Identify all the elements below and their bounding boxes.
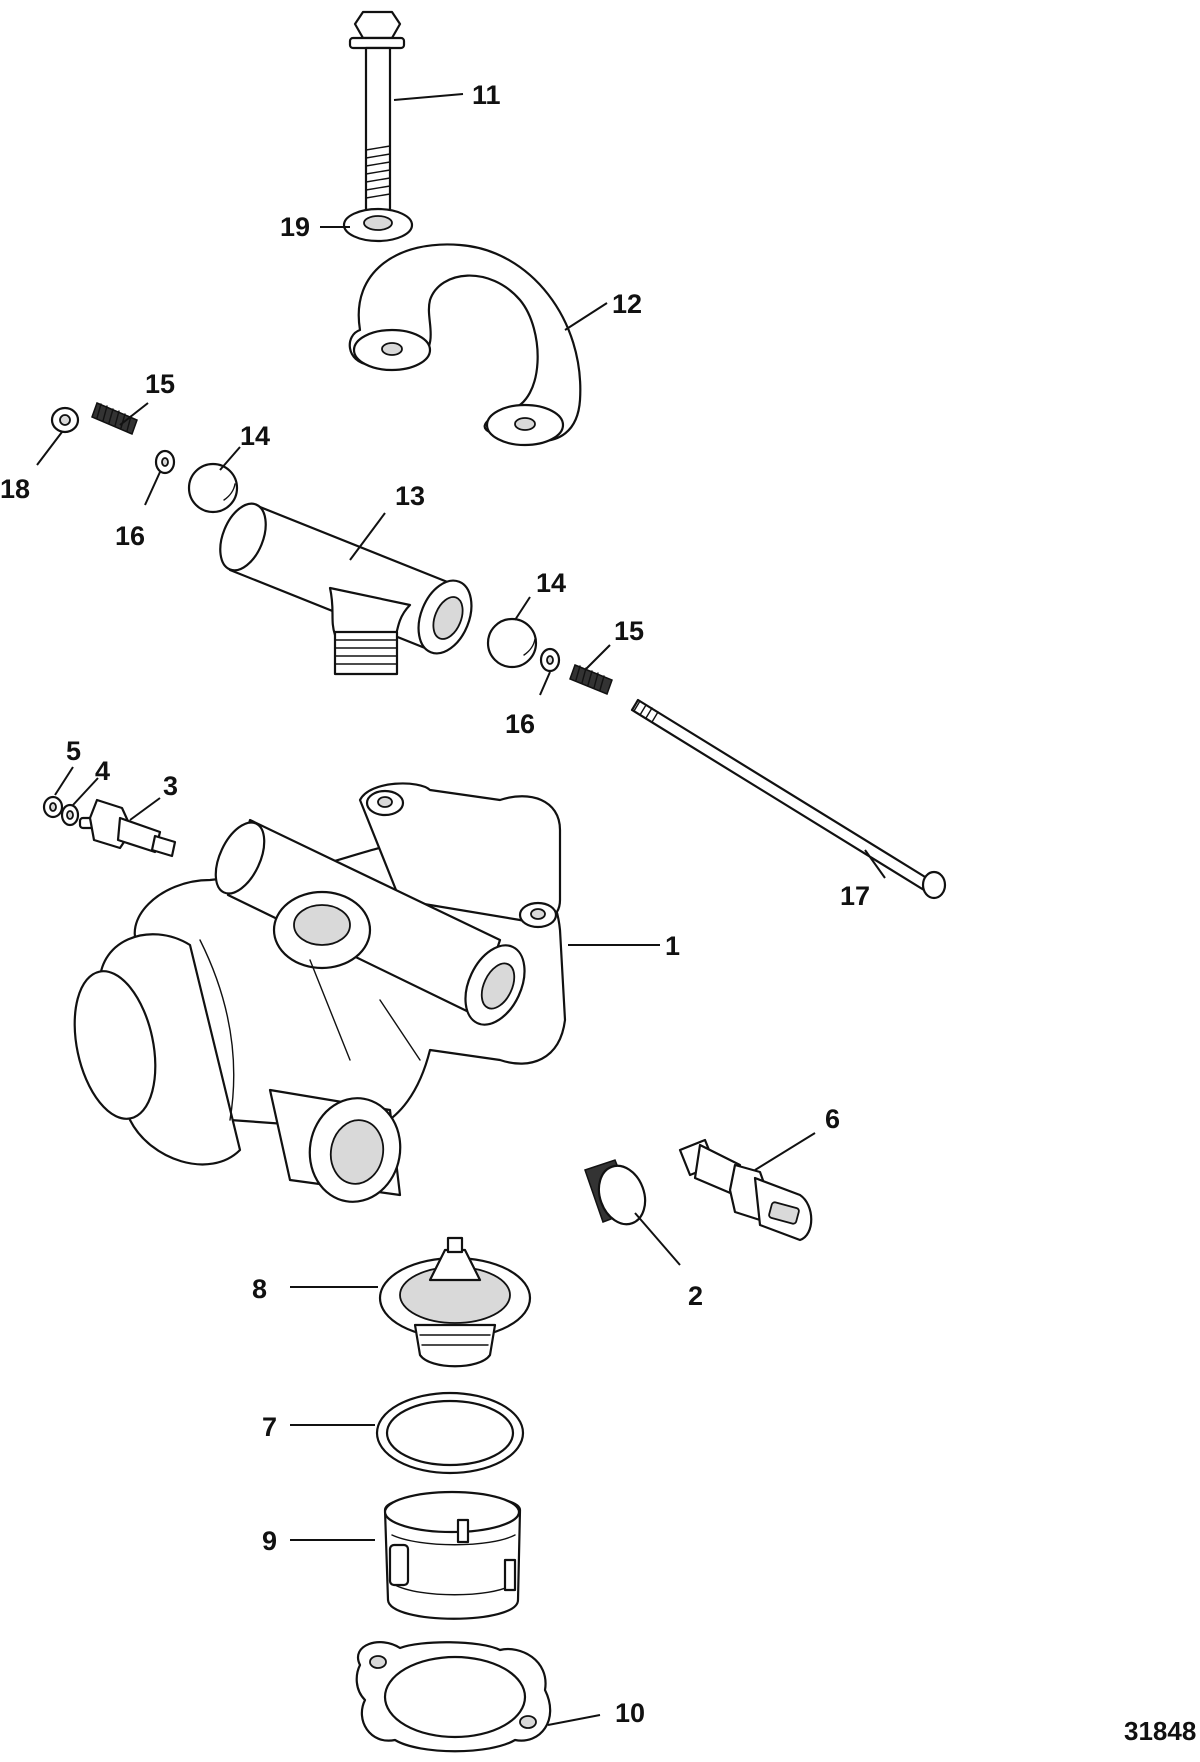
- callout-16-right: 16: [505, 709, 535, 739]
- bolt-part-11: [348, 10, 406, 212]
- sleeve-part-9: [383, 1490, 522, 1620]
- callout-8: 8: [252, 1274, 267, 1304]
- callout-16-left: 16: [115, 521, 145, 551]
- callout-14-left: 14: [240, 421, 270, 451]
- callout-12: 12: [612, 289, 642, 319]
- callout-2: 2: [688, 1281, 703, 1311]
- thermostat-part-8: [378, 1236, 532, 1368]
- sensor-part-3: [78, 798, 177, 858]
- o-ring-part-7: [375, 1391, 525, 1475]
- callout-19: 19: [280, 212, 310, 242]
- callout-14-right: 14: [536, 568, 566, 598]
- callout-10: 10: [615, 1698, 645, 1728]
- callout-5: 5: [66, 736, 81, 766]
- washer-part-16-left: [154, 449, 176, 475]
- gasket-part-10: [355, 1641, 552, 1753]
- callout-18: 18: [0, 474, 30, 504]
- callout-labels: 11 19 12 15 18 16 14 13 14 15 16 17 5 4 …: [0, 80, 870, 1728]
- callout-9: 9: [262, 1526, 277, 1556]
- rod-part-17: [630, 698, 947, 900]
- callout-15-right: 15: [614, 616, 644, 646]
- ball-part-14-right: [486, 617, 538, 669]
- callout-1: 1: [665, 931, 680, 961]
- nut-part-5: [42, 795, 64, 819]
- spring-part-15-right: [569, 664, 613, 695]
- clamp-part-12: [348, 243, 582, 447]
- callout-11: 11: [472, 80, 501, 110]
- sender-part-6: [678, 1138, 813, 1242]
- figure-id: 31848: [1124, 1716, 1196, 1746]
- callout-3: 3: [163, 771, 178, 801]
- callout-7: 7: [262, 1412, 277, 1442]
- callout-4: 4: [95, 756, 110, 786]
- washer-part-16-right: [539, 647, 561, 673]
- spring-part-15-left: [91, 401, 138, 436]
- thermostat-housing-part-1: [73, 782, 567, 1203]
- nut-part-18: [50, 406, 80, 434]
- leader-lines: [36, 93, 886, 1726]
- callout-6: 6: [825, 1104, 840, 1134]
- plug-part-2: [584, 1159, 647, 1226]
- washer-part-19: [342, 207, 414, 243]
- washer-part-4: [60, 803, 80, 827]
- callout-17: 17: [840, 881, 870, 911]
- callout-13: 13: [395, 481, 425, 511]
- ball-part-14-left: [187, 462, 239, 514]
- tee-fitting-part-13: [219, 502, 473, 676]
- callout-15-left: 15: [145, 369, 175, 399]
